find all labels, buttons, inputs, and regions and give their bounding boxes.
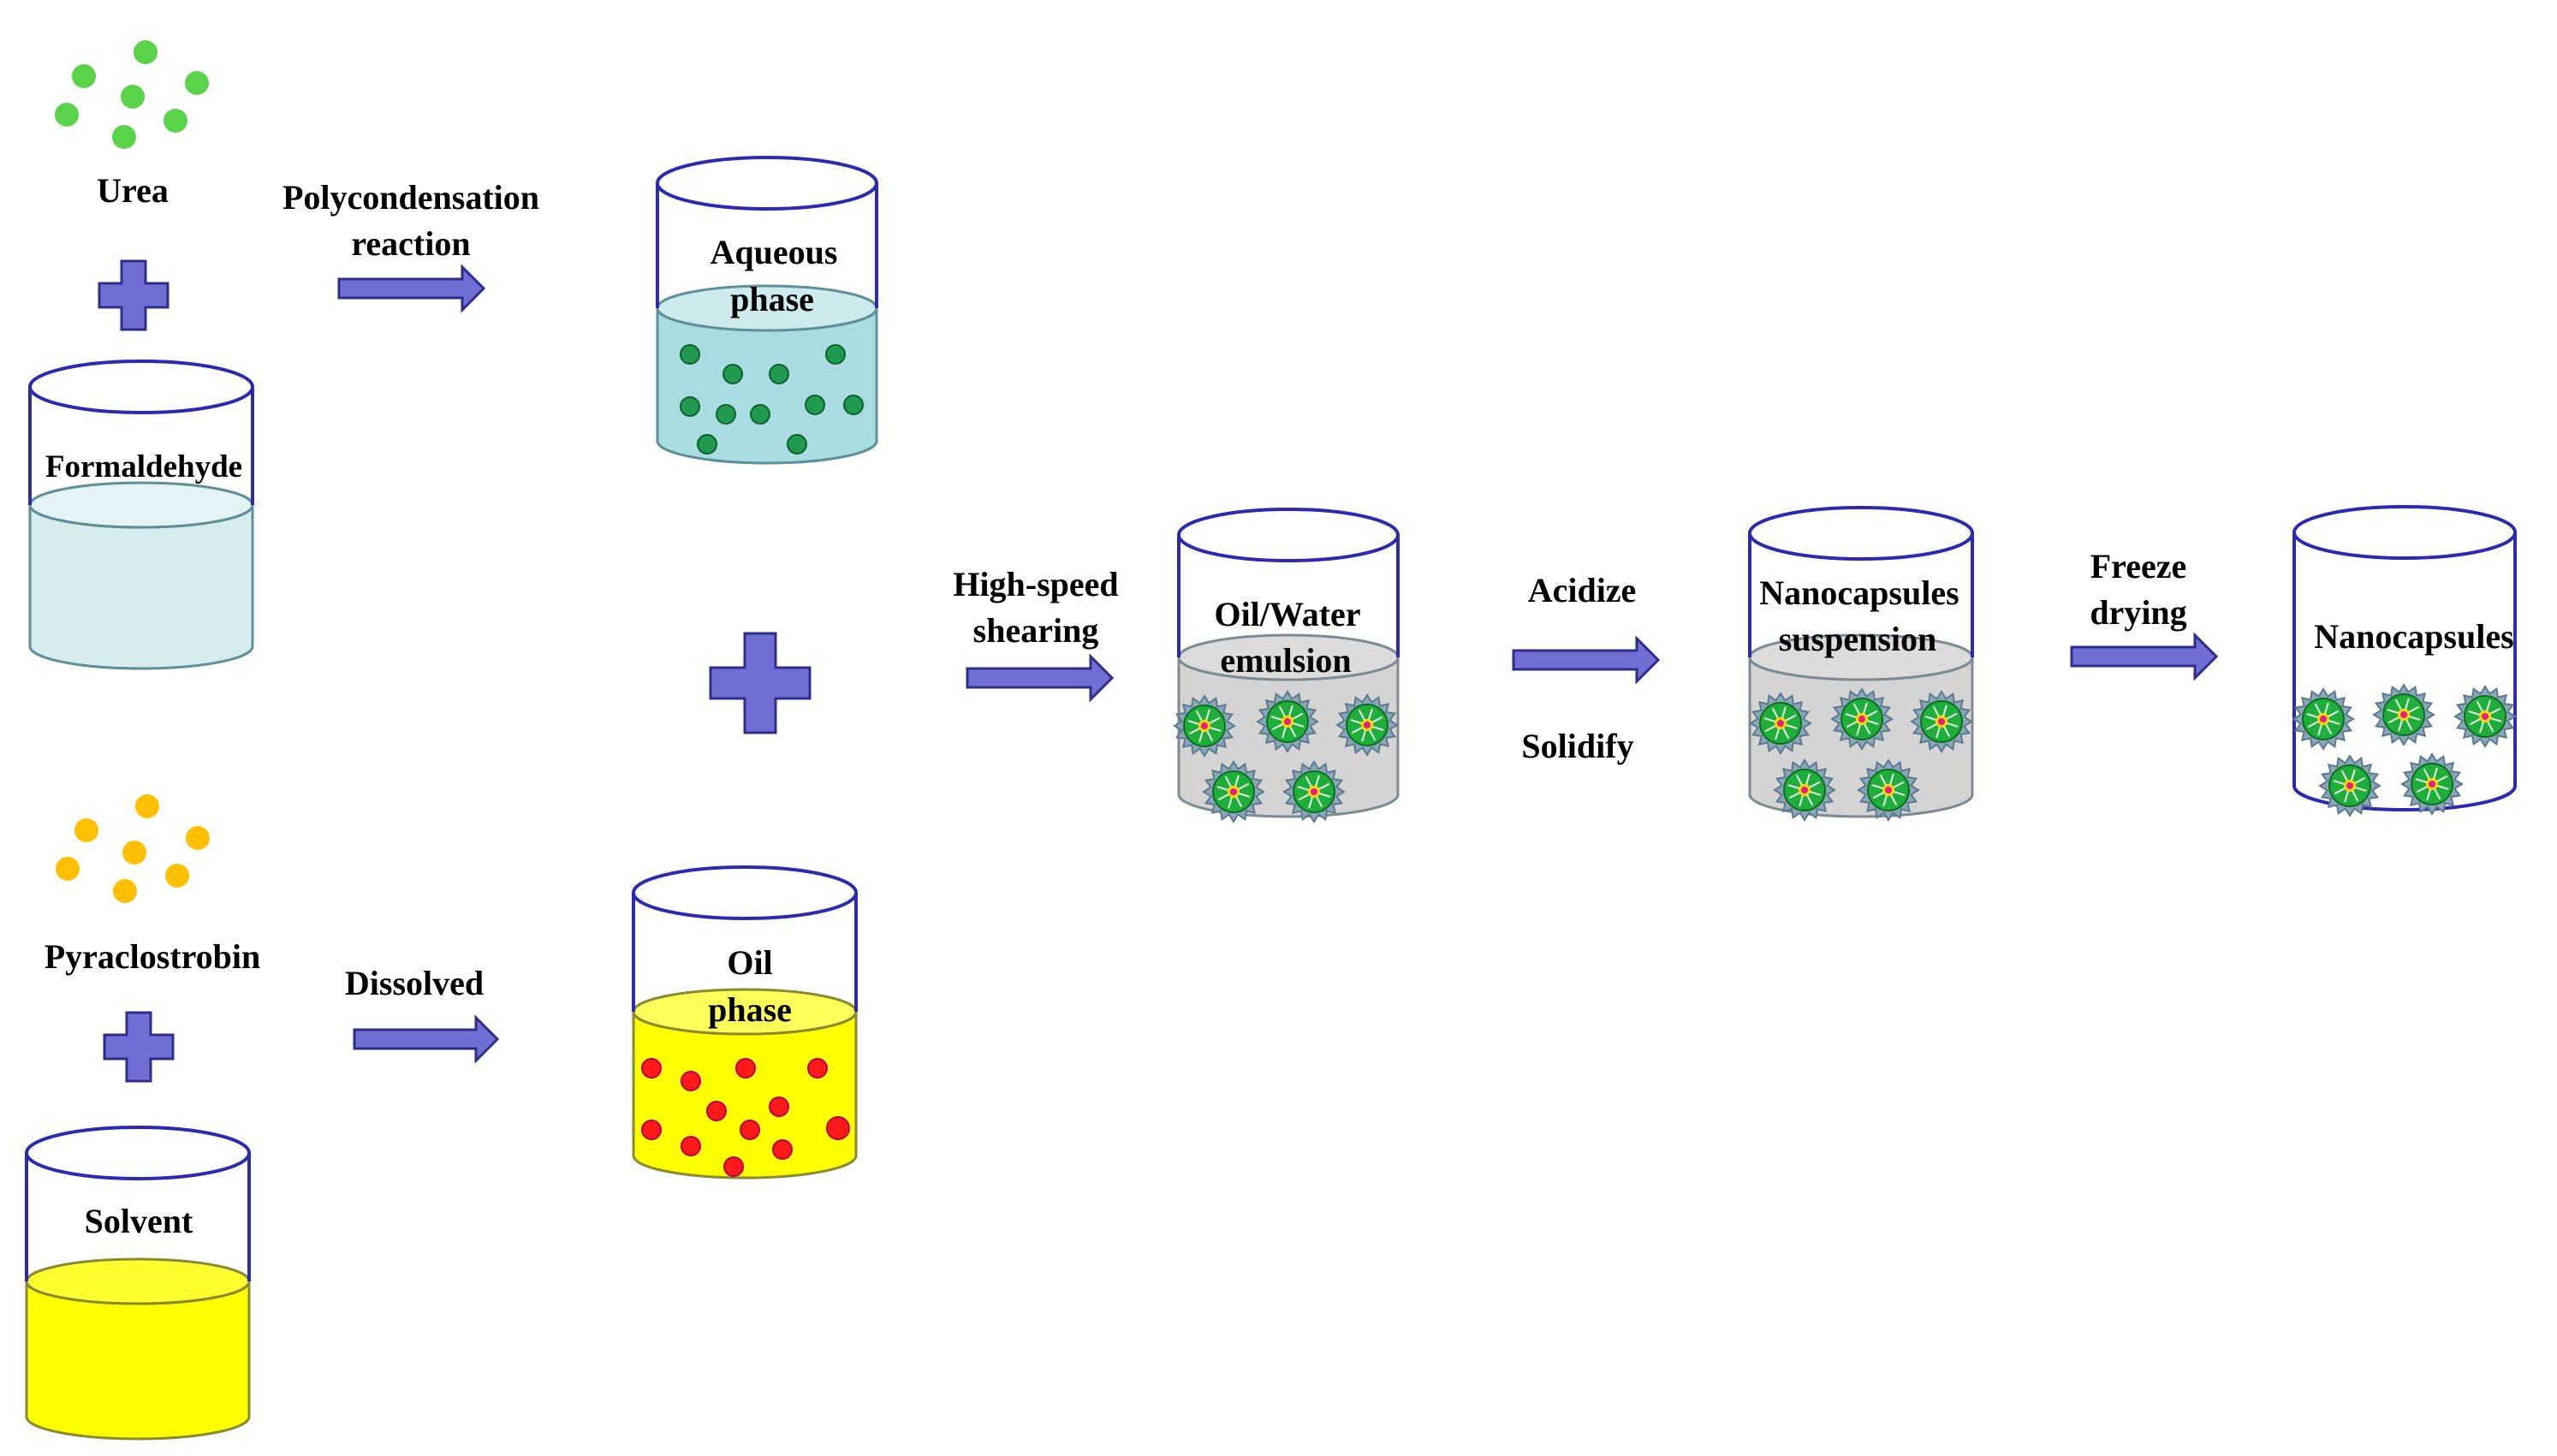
aqueous-phase-beaker (656, 156, 878, 465)
nanocapsule-icon (2292, 687, 2355, 751)
nanocapsule-icon (1173, 694, 1236, 758)
dissolved-arrow (353, 1014, 500, 1064)
oil-phase-beaker (632, 865, 858, 1180)
nanocapsule-icon (1773, 758, 1836, 822)
emulsion-label-line2: emulsion (1220, 641, 1351, 680)
dry-nanocapsules (2292, 683, 2517, 817)
suspension-label-line2: suspension (1779, 620, 1937, 658)
polycondensation-arrow (337, 264, 486, 313)
nanocapsule-icon (1749, 692, 1812, 755)
acidize-arrow (1512, 635, 1661, 685)
nanocapsule-icon (1202, 760, 1265, 823)
suspension-nanocapsules (1749, 687, 1973, 822)
pyraclostrobin-label: Pyraclostrobin (45, 937, 261, 976)
solidify-label: Solidify (1521, 727, 1633, 765)
plus-icon-center (709, 632, 812, 734)
nanocapsule-icon (1857, 758, 1920, 822)
nanocapsule-icon (1335, 693, 1399, 757)
emulsion-beaker (1173, 508, 1400, 823)
nanocapsule-icon (1830, 687, 1894, 751)
suspension-beaker (1748, 506, 1974, 822)
acidize-label: Acidize (1528, 571, 1637, 609)
nanocapsules-beaker (2292, 505, 2517, 817)
oil-phase-label-line2: phase (708, 990, 792, 1029)
formaldehyde-label: Formaldehyde (45, 449, 242, 484)
emulsion-label-line1: Oil/Water (1214, 595, 1360, 633)
nanocapsule-icon (2372, 683, 2435, 746)
high-speed-shearing-label-line2: shearing (973, 611, 1099, 650)
dissolved-label: Dissolved (345, 964, 484, 1002)
nanocapsule-icon (2453, 685, 2517, 748)
nanocapsule-icon (1910, 690, 1973, 753)
nanocapsule-icon (1282, 760, 1346, 823)
pyraclostrobin-particles (56, 794, 210, 903)
nanocapsule-icon (2400, 752, 2464, 816)
suspension-label-line1: Nanocapsules (1759, 573, 1959, 612)
emulsion-nanocapsules (1173, 690, 1399, 823)
nanocapsule-icon (1256, 690, 1319, 753)
high-speed-shearing-arrow (966, 653, 1115, 703)
urea-label: Urea (97, 171, 169, 210)
polycondensation-label-line1: Polycondensation (282, 178, 539, 217)
plus-icon-lower (103, 1011, 175, 1083)
freeze-drying-label-line2: drying (2090, 593, 2186, 632)
high-speed-shearing-label-line1: High-speed (953, 565, 1118, 603)
oil-particles (641, 1058, 850, 1177)
urea-particles (55, 40, 209, 149)
solvent-label: Solvent (85, 1202, 193, 1240)
polycondensation-label-line2: reaction (351, 224, 470, 263)
aqueous-phase-label-line1: Aqueous (711, 233, 838, 271)
aqueous-phase-label-line2: phase (730, 280, 814, 318)
nanocapsule-icon (2318, 754, 2382, 817)
aqueous-particles (680, 344, 864, 455)
solvent-beaker (25, 1126, 251, 1441)
freeze-drying-label-line1: Freeze (2090, 547, 2186, 585)
oil-phase-label-line1: Oil (727, 943, 772, 982)
freeze-drying-arrow (2070, 632, 2219, 681)
formaldehyde-beaker (28, 360, 254, 670)
plus-icon (98, 259, 169, 331)
nanocapsules-label: Nanocapsules (2314, 617, 2513, 656)
